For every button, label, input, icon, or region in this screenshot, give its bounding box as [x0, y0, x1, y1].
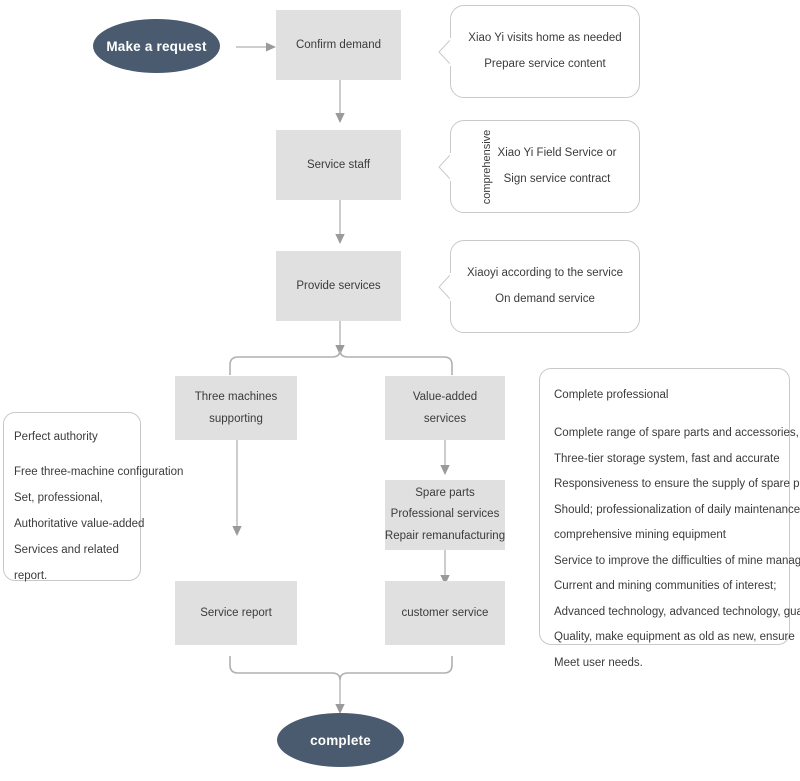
note-perfect-authority[interactable]: Perfect authority Free three-machine con…	[3, 412, 184, 582]
process-label-line2: Professional services	[390, 508, 500, 521]
note-title: Perfect authority	[14, 431, 98, 443]
callout-line1: Xiao Yi visits home as needed	[468, 32, 622, 45]
callout-text: Xiaoyi according to the service On deman…	[451, 241, 639, 332]
process-label-line1: Spare parts	[415, 487, 475, 500]
note-line-5: report.	[14, 569, 48, 582]
note-line-6: Service to improve the difficulties of m…	[554, 554, 800, 567]
note-line-2: Set, professional,	[14, 491, 103, 504]
process-label-line1: Three machines	[194, 390, 278, 403]
process-box-service-report[interactable]: Service report	[175, 581, 297, 645]
start-node-label: Make a request	[106, 38, 207, 54]
note-line-10: Meet user needs.	[554, 656, 643, 669]
note-line-4: Should; professionalization of daily mai…	[554, 503, 800, 516]
callout-text: Xiao Yi visits home as needed Prepare se…	[451, 6, 639, 97]
callout-confirm-demand[interactable]: Xiao Yi visits home as needed Prepare se…	[438, 5, 640, 98]
note-line-2: Three-tier storage system, fast and accu…	[554, 452, 780, 465]
connector-spareparts-to-customerservice	[440, 550, 450, 585]
callout-service-staff[interactable]: comprehensive Xiao Yi Field Service or S…	[438, 120, 640, 213]
process-box-value-added-services[interactable]: Value-added services	[385, 376, 505, 440]
end-node-label: complete	[310, 732, 371, 748]
process-box-provide-services[interactable]: Provide services	[276, 251, 401, 321]
callout-line2: On demand service	[495, 292, 595, 305]
connector-confirm-to-staff	[335, 80, 345, 123]
process-label: Provide services	[296, 279, 381, 292]
note-complete-professional[interactable]: Complete professional Complete range of …	[539, 368, 800, 669]
note-line-3: Authoritative value-added	[14, 517, 145, 530]
callout-pointer-icon	[438, 272, 452, 301]
note-line-7: Current and mining communities of intere…	[554, 580, 777, 593]
callout-provide-services[interactable]: Xiaoyi according to the service On deman…	[438, 240, 640, 333]
note-line-1: Free three-machine configuration	[14, 466, 184, 478]
callout-line2: Prepare service content	[484, 57, 606, 70]
process-box-three-machines-supporting[interactable]: Three machines supporting	[175, 376, 297, 440]
note-line-4: Services and related	[14, 543, 119, 556]
process-label-line3: Repair remanufacturing	[384, 529, 506, 542]
connector-merge-to-complete	[335, 680, 345, 714]
process-box-spare-parts[interactable]: Spare parts Professional services Repair…	[385, 480, 505, 550]
connector-merge-brace	[229, 656, 453, 681]
note-line-5: comprehensive mining equipment	[554, 529, 726, 542]
connector-valueadded-to-spareparts	[440, 440, 450, 475]
callout-pointer-icon	[438, 152, 452, 181]
process-label: Service staff	[306, 158, 371, 171]
end-node-complete[interactable]: complete	[277, 713, 404, 767]
note-line-1: Complete range of spare parts and access…	[554, 427, 800, 439]
callout-line1: Xiao Yi Field Service or	[497, 147, 617, 160]
process-box-confirm-demand[interactable]: Confirm demand	[276, 10, 401, 80]
process-box-service-staff[interactable]: Service staff	[276, 130, 401, 200]
connector-start-to-confirm	[236, 42, 276, 52]
process-box-customer-service[interactable]: customer service	[385, 581, 505, 645]
process-label-line2: supporting	[209, 413, 263, 425]
note-title: Complete professional	[554, 389, 669, 401]
process-label-line2: services	[423, 413, 467, 425]
note-line-8: Advanced technology, advanced technology…	[554, 605, 800, 618]
process-label: Confirm demand	[295, 38, 381, 51]
note-line-9: Quality, make equipment as old as new, e…	[554, 631, 795, 644]
connector-threemachines-to-report	[232, 440, 242, 536]
start-node-make-a-request[interactable]: Make a request	[93, 19, 220, 73]
callout-line1: Xiaoyi according to the service	[467, 267, 623, 280]
connector-split-brace	[229, 349, 453, 375]
process-label: Service report	[200, 606, 272, 619]
process-label-line1: Value-added	[412, 390, 478, 403]
process-label: customer service	[401, 606, 489, 619]
callout-text: Xiao Yi Field Service or Sign service co…	[451, 121, 639, 212]
note-line-3: Responsiveness to ensure the supply of s…	[554, 478, 800, 491]
callout-line2: Sign service contract	[503, 172, 611, 185]
callout-pointer-icon	[438, 37, 452, 66]
callout-vertical-label: comprehensive	[481, 129, 493, 204]
connector-staff-to-provide	[335, 200, 345, 244]
